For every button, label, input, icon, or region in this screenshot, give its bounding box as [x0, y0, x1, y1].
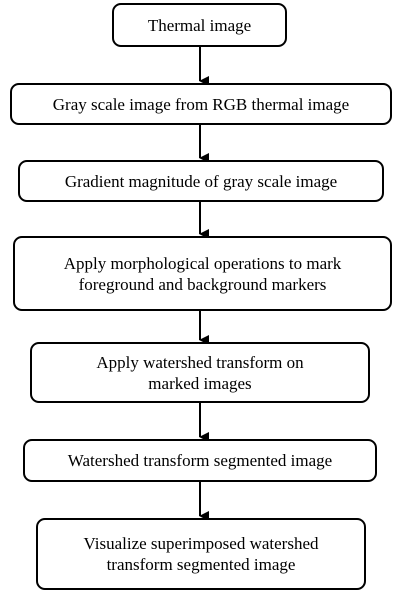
step-line: marked images	[148, 373, 252, 393]
step-line: Visualize superimposed watershed	[83, 534, 319, 553]
step-line: Gray scale image from RGB thermal image	[52, 94, 350, 114]
step-thermal-image: Thermal image	[112, 3, 287, 47]
step-watershed-transform: Apply watershed transform on marked imag…	[30, 342, 370, 403]
step-line: transform segmented image	[106, 555, 296, 574]
step-line: Watershed transform segmented image	[67, 451, 333, 470]
step-line: Gradient magnitude of gray scale image	[64, 171, 338, 191]
step-line: Apply morphological operations to mark	[63, 253, 342, 273]
step-morphological-operations: Apply morphological operations to mark f…	[13, 236, 392, 311]
step-gradient-magnitude: Gradient magnitude of gray scale image	[18, 160, 384, 202]
step-line: Apply watershed transform on	[96, 352, 304, 372]
step-visualize-superimposed: Visualize superimposed watershed transfo…	[36, 518, 366, 590]
step-line: foreground and background markers	[78, 274, 327, 294]
step-gray-scale-image: Gray scale image from RGB thermal image	[10, 83, 392, 125]
step-line: Thermal image	[147, 15, 252, 35]
step-segmented-image: Watershed transform segmented image	[23, 439, 377, 482]
